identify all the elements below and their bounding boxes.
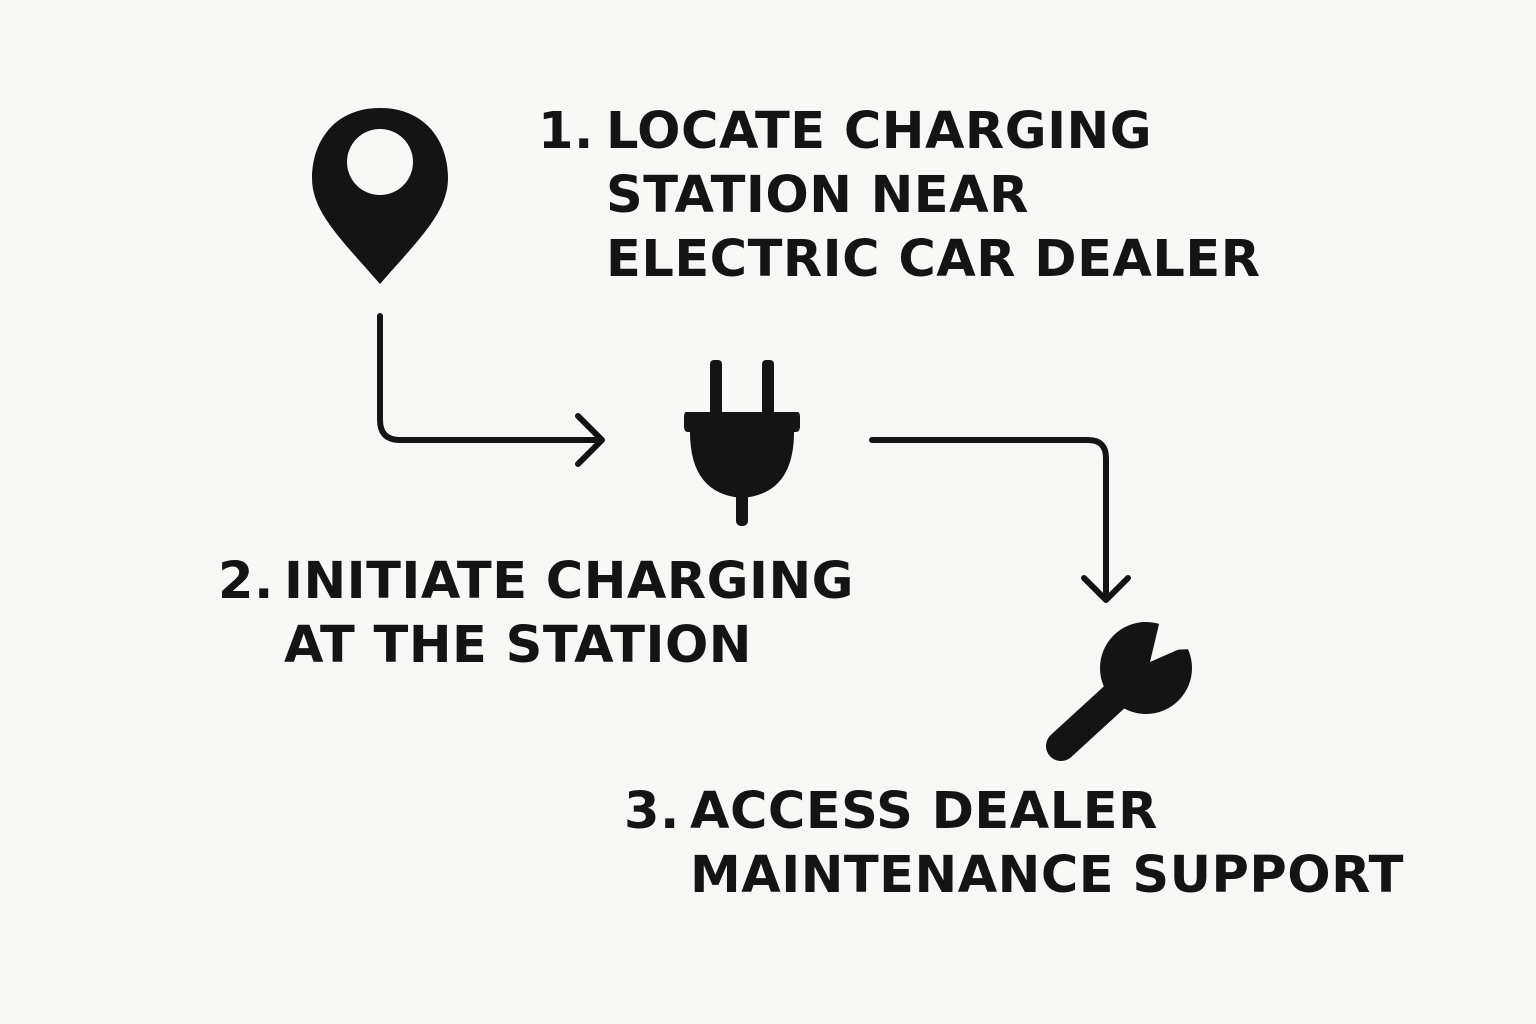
step-3-line-1: ACCESS DEALER — [690, 782, 1158, 841]
step-1-label: 1. LOCATE CHARGING STATION NEAR ELECTRIC… — [538, 100, 1261, 292]
step-1-number: 1. — [538, 102, 594, 161]
step-1-line-2: STATION NEAR — [606, 166, 1029, 225]
step-3-number: 3. — [624, 782, 680, 841]
step-2-label: 2. INITIATE CHARGING AT THE STATION — [218, 550, 854, 678]
arrow-plug-to-wrench — [869, 437, 1131, 603]
map-pin-icon — [312, 108, 448, 284]
step-3-label: 3. ACCESS DEALER MAINTENANCE SUPPORT — [624, 780, 1404, 908]
wrench-icon — [1046, 620, 1210, 761]
plug-icon — [684, 360, 800, 526]
step-1-line-3: ELECTRIC CAR DEALER — [606, 230, 1261, 289]
step-3-line-2: MAINTENANCE SUPPORT — [690, 846, 1404, 905]
step-2-line-1: INITIATE CHARGING — [284, 552, 855, 611]
step-2-number: 2. — [218, 552, 274, 611]
arrow-pin-to-plug — [377, 313, 605, 467]
step-1-line-1: LOCATE CHARGING — [606, 102, 1153, 161]
step-2-line-2: AT THE STATION — [284, 616, 752, 675]
